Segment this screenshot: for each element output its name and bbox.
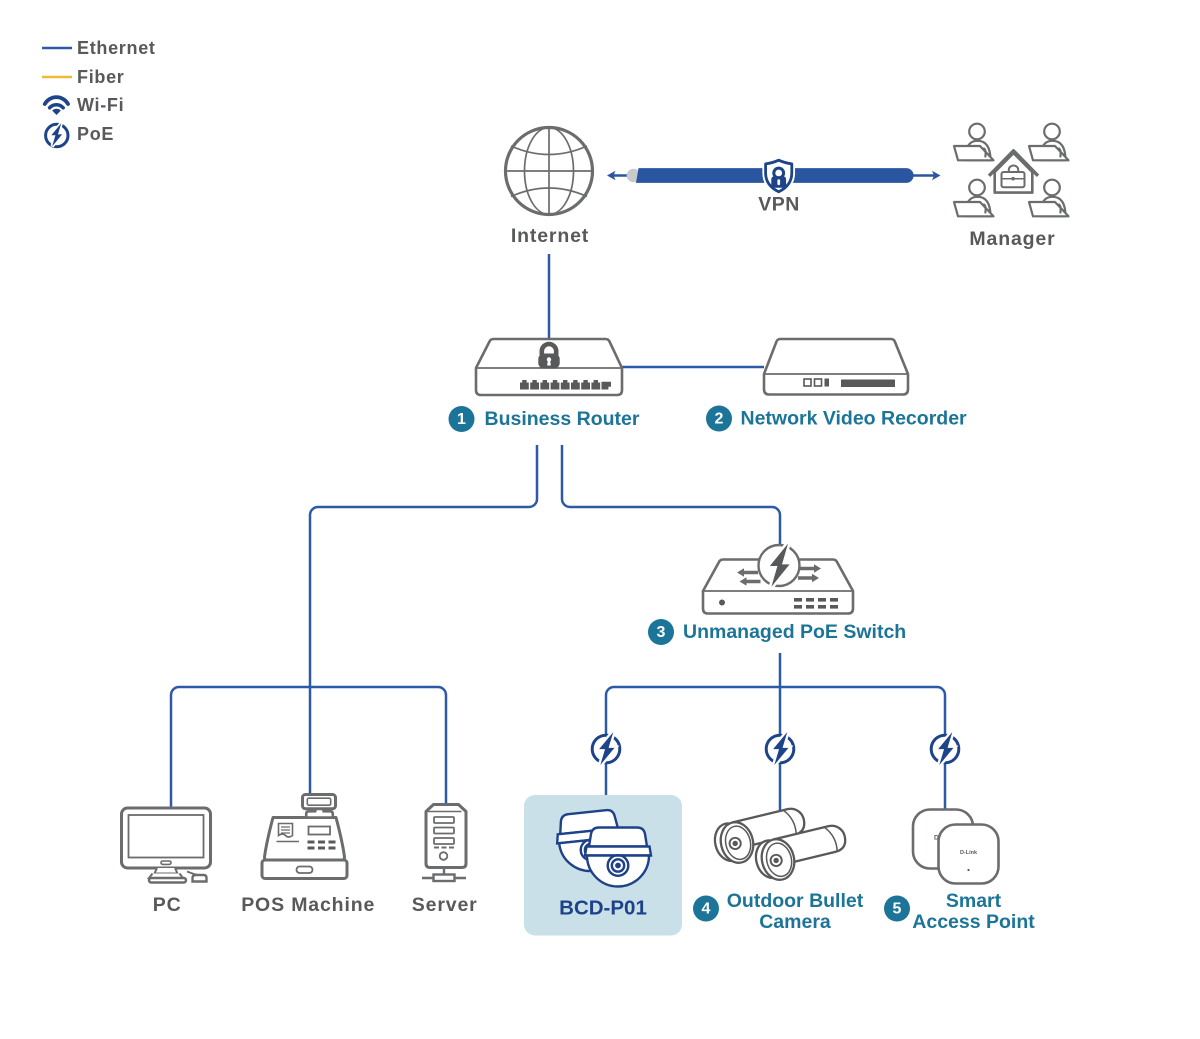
svg-text:Access Point: Access Point <box>912 911 1035 933</box>
svg-text:Unmanaged PoE Switch: Unmanaged PoE Switch <box>683 621 906 643</box>
svg-text:Manager: Manager <box>969 228 1055 250</box>
svg-text:Network Video Recorder: Network Video Recorder <box>741 408 968 430</box>
svg-text:3: 3 <box>657 624 666 641</box>
svg-text:Fiber: Fiber <box>77 67 125 87</box>
svg-text:Camera: Camera <box>759 911 831 933</box>
svg-text:1: 1 <box>457 411 466 428</box>
svg-text:Wi-Fi: Wi-Fi <box>77 95 124 115</box>
svg-text:4: 4 <box>702 901 711 918</box>
svg-text:Server: Server <box>412 894 478 916</box>
svg-text:Smart: Smart <box>946 890 1002 912</box>
svg-text:Business Router: Business Router <box>485 408 640 430</box>
svg-text:PC: PC <box>153 894 182 916</box>
svg-text:2: 2 <box>715 411 724 428</box>
svg-text:D: D <box>934 835 939 842</box>
svg-text:Internet: Internet <box>511 225 589 247</box>
svg-text:VPN: VPN <box>758 194 800 216</box>
svg-text:PoE: PoE <box>77 124 114 144</box>
svg-text:5: 5 <box>893 901 902 918</box>
svg-text:BCD-P01: BCD-P01 <box>559 897 647 920</box>
svg-text:Ethernet: Ethernet <box>77 38 156 58</box>
svg-text:D-Link: D-Link <box>960 850 978 856</box>
svg-text:POS Machine: POS Machine <box>241 894 375 916</box>
svg-text:Outdoor Bullet: Outdoor Bullet <box>727 890 864 912</box>
